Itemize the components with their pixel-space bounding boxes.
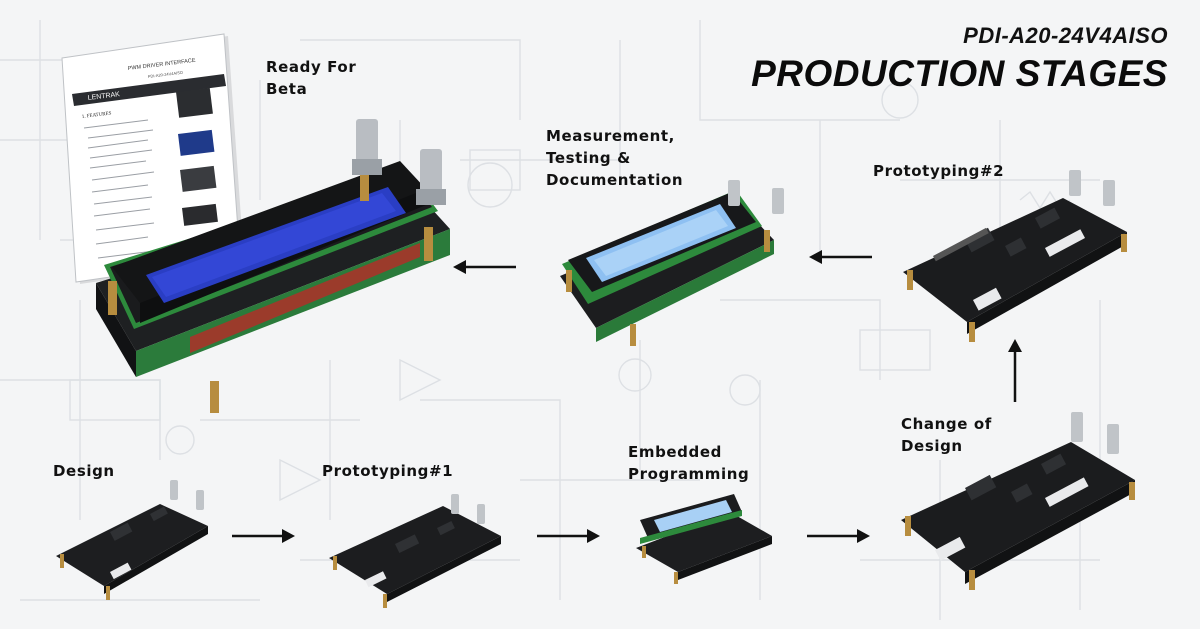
page-title: PRODUCTION STAGES [751, 53, 1168, 94]
datasheet-document: LENTRAK PWM DRIVER INTERFACE PDI-A20-24V… [58, 30, 258, 295]
arrow-design-to-prototyping1 [232, 529, 295, 543]
product-change-of-design [895, 412, 1140, 597]
product-prototyping2 [895, 170, 1140, 350]
product-measurement-testing [550, 180, 800, 355]
product-code: PDI-A20-24V4AISO [963, 23, 1168, 48]
stage-label-design: Design [53, 462, 115, 480]
product-prototyping1 [325, 490, 505, 620]
stage-label-prototyping1: Prototyping#1 [322, 462, 454, 480]
document-section: 1. FEATURES [82, 111, 112, 120]
stage-label-embedded-programming: Embedded Programming [628, 443, 750, 483]
arrow-change-to-prototyping2 [1008, 339, 1022, 402]
stage-label-measurement-testing: Measurement, Testing & Documentation [546, 127, 684, 189]
title-block: PDI-A20-24V4AISO PRODUCTION STAGES [751, 22, 1168, 94]
arrow-embedded-to-change [807, 529, 870, 543]
product-embedded-programming [630, 490, 780, 595]
product-ready-for-beta [90, 115, 470, 425]
arrow-prototyping2-to-measurement [809, 250, 872, 264]
product-design [50, 470, 220, 610]
arrow-prototyping1-to-embedded [537, 529, 600, 543]
arrow-measurement-to-ready [453, 260, 516, 274]
document-brand: LENTRAK [87, 91, 120, 102]
document-model: PDI-A20-24V4AISO [148, 70, 184, 79]
stage-label-prototyping2: Prototyping#2 [873, 162, 1005, 180]
stage-label-change-of-design: Change of Design [901, 415, 992, 455]
stage-label-ready-for-beta: Ready For Beta [266, 58, 357, 98]
